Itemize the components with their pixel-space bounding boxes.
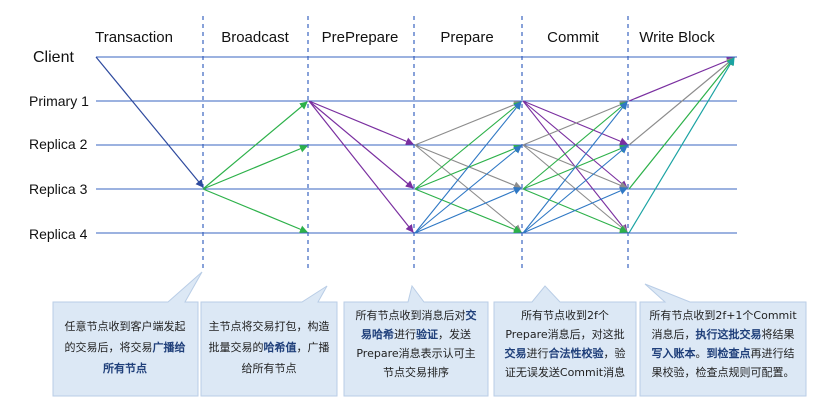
prepare-arrows <box>414 100 522 234</box>
commit-arrow <box>522 100 628 189</box>
node-label-replica-4: Replica 4 <box>29 226 88 242</box>
callout-box <box>52 271 203 397</box>
timelines <box>96 56 737 234</box>
callout-line: 消息后，执行这批交易将结果 <box>652 327 795 341</box>
prepare-arrow <box>414 187 522 234</box>
preprepare-arrow <box>308 100 414 189</box>
callout-box <box>343 284 489 397</box>
callout-line: Prepare消息后，对这批 <box>505 327 624 341</box>
callout-line: 节点交易排序 <box>383 365 449 379</box>
reply-arrow <box>628 56 735 102</box>
prepare-arrow <box>414 144 522 190</box>
reply-arrow <box>628 57 735 146</box>
broadcast-arrow <box>202 144 308 190</box>
node-label-replica-3: Replica 3 <box>29 181 88 197</box>
commit-arrow <box>522 101 628 190</box>
callout-line: 果校验，检查点规则可配置。 <box>652 365 795 379</box>
prepare-arrow <box>414 101 522 234</box>
callout-box <box>639 283 807 397</box>
prepare-arrow <box>414 144 522 233</box>
callout-text: 所有节点收到2f个 Prepare消息后，对这批交易进行合法性校验，验证无误发送C… <box>505 308 626 379</box>
node-label-replica-2: Replica 2 <box>29 136 88 152</box>
callout-line: 证无误发送Commit消息 <box>505 365 625 379</box>
callout-line: 批量交易的哈希值，广播 <box>209 340 330 354</box>
callout-text: 所有节点收到消息后对交易哈希进行验证，发送 Prepare消息表示认可主节点交易排… <box>356 308 477 379</box>
callout-line: 主节点将交易打包，构造 <box>209 319 330 333</box>
prepare-arrow <box>414 145 522 234</box>
broadcast-arrow <box>202 101 308 190</box>
callout-line: Prepare消息表示认可主 <box>356 346 475 360</box>
phase-label: Broadcast <box>221 29 289 46</box>
commit-arrow <box>522 100 628 146</box>
broadcast-arrows <box>202 101 308 234</box>
callout-text: 任意节点收到客户端发起的交易后，将交易广播给所有节点 <box>65 319 186 375</box>
phase-labels: Transaction Broadcast PrePrepare Prepare… <box>95 29 715 46</box>
callout-line: 交易进行合法性校验，验 <box>505 346 626 360</box>
node-label-client: Client <box>33 49 74 66</box>
callout-text: 所有节点收到2f+1个Commit 消息后，执行这批交易将结果写入账本。到检查点再… <box>649 308 797 379</box>
callout-line: 所有节点 <box>103 361 147 375</box>
reply-arrows <box>628 56 735 234</box>
callout-text: 主节点将交易打包，构造批量交易的哈希值，广播给所有节点 <box>209 319 330 375</box>
node-label-primary: Primary 1 <box>29 93 89 109</box>
callout-line: 的交易后，将交易广播给 <box>65 340 186 354</box>
callout-box <box>493 285 637 397</box>
broadcast-arrow <box>202 188 308 234</box>
callout-texts: 任意节点收到客户端发起的交易后，将交易广播给所有节点 主节点将交易打包，构造批量… <box>65 308 798 379</box>
preprepare-arrow <box>308 100 414 233</box>
callouts <box>52 271 807 397</box>
callout-line: 给所有节点 <box>242 361 297 375</box>
preprepare-arrow <box>308 100 414 146</box>
node-labels: Client Primary 1 Replica 2 Replica 3 Rep… <box>29 49 89 242</box>
callout-line: 易哈希进行验证，发送 <box>361 327 471 341</box>
commit-arrow <box>522 145 628 234</box>
commit-arrow <box>522 144 628 190</box>
preprepare-arrows <box>308 100 414 233</box>
callout-line: 写入账本。到检查点再进行结 <box>652 346 795 360</box>
phase-label: Transaction <box>95 29 173 46</box>
phase-label: Write Block <box>639 29 715 46</box>
reply-arrow <box>628 57 735 190</box>
phase-label: PrePrepare <box>322 29 399 46</box>
prepare-arrow <box>414 100 522 146</box>
transaction-arrow <box>95 56 204 188</box>
callout-line: 任意节点收到客户端发起 <box>65 319 186 333</box>
callout-line: 所有节点收到2f+1个Commit <box>649 308 797 322</box>
commit-arrow <box>522 187 628 234</box>
callout-box <box>200 285 338 397</box>
reply-arrow <box>628 57 735 234</box>
phase-label: Prepare <box>440 29 493 46</box>
commit-arrows <box>522 100 628 234</box>
commit-arrow <box>522 100 628 146</box>
commit-arrow <box>522 144 628 233</box>
prepare-arrow <box>414 101 522 190</box>
phase-dividers <box>202 16 629 272</box>
callout-line: 所有节点收到2f个 <box>521 308 609 322</box>
commit-arrow <box>522 101 628 234</box>
callout-line: 所有节点收到消息后对交 <box>356 308 477 322</box>
phase-label: Commit <box>547 29 599 46</box>
